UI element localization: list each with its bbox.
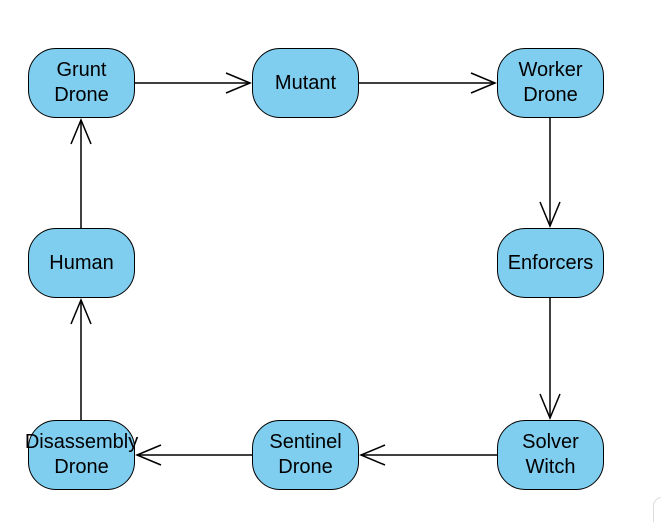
floating-panel-corner [653, 497, 661, 522]
node-solver-witch: Solver Witch [497, 420, 604, 490]
node-label: Mutant [274, 71, 337, 94]
node-disassembly-drone: Disassembly Drone [24, 420, 139, 490]
node-label: Grunt Drone [54, 59, 109, 106]
node-worker-drone: Worker Drone [497, 48, 604, 118]
node-sentinel-drone: Sentinel Drone [252, 420, 359, 490]
node-label: Solver Witch [522, 431, 579, 478]
node-label: Disassembly Drone [24, 431, 139, 478]
node-mutant: Mutant [252, 48, 359, 118]
node-label: Enforcers [507, 251, 594, 274]
node-label: Worker Drone [518, 59, 583, 106]
node-enforcers: Enforcers [497, 228, 604, 298]
node-grunt-drone: Grunt Drone [28, 48, 135, 118]
node-label: Human [49, 251, 114, 274]
node-human: Human [28, 228, 135, 298]
node-label: Sentinel Drone [269, 431, 342, 478]
